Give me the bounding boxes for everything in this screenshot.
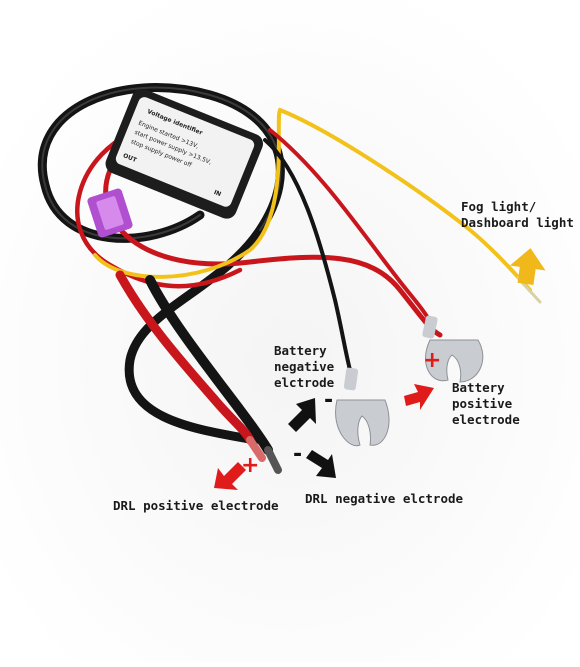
- battery-negative-label-line3: elctrode: [274, 375, 335, 390]
- module-in-label: IN: [213, 189, 222, 198]
- fog-light-label: Fog light/ Dashboard light: [461, 199, 574, 231]
- drl-twin-cable-black: [145, 275, 273, 455]
- drl-black-tip: [264, 446, 282, 474]
- fuse-holder: [87, 188, 133, 238]
- red-wire-battery: [268, 128, 430, 320]
- drl-negative-label: DRL negative elctrode: [305, 491, 464, 506]
- battery-positive-label: Battery positive electrode: [452, 380, 520, 428]
- battery-positive-label-line2: positive: [452, 396, 513, 411]
- fog-light-label-line2: Dashboard light: [461, 215, 574, 230]
- battery-negative-label-line2: negative: [274, 359, 335, 374]
- battery-positive-label-line3: electrode: [452, 412, 520, 427]
- voltage-module: Voltage identifier Engine started >13V, …: [105, 88, 264, 219]
- drl-negative-sign: -: [293, 442, 303, 467]
- battery-negative-arrow-icon: [288, 398, 316, 432]
- drl-negative-arrow-icon: [306, 450, 336, 478]
- black-cable-loop-highlight: [41, 86, 282, 240]
- battery-negative-terminal: [335, 367, 390, 447]
- drl-positive-label: DRL positive electrode: [113, 498, 279, 513]
- black-wire-battery: [263, 138, 352, 372]
- yellow-wire: [93, 107, 532, 292]
- drl-twin-cable-red: [115, 270, 255, 445]
- battery-positive-terminal: [422, 315, 484, 383]
- battery-positive-arrow-icon: [404, 384, 434, 410]
- fog-light-arrow-icon: [509, 248, 546, 285]
- battery-negative-label: Battery negative elctrode: [274, 343, 334, 391]
- drl-red-tip: [246, 436, 266, 462]
- battery-positive-label-line1: Battery: [452, 380, 505, 395]
- drl-positive-arrow-icon: [214, 462, 246, 490]
- fog-light-label-line1: Fog light/: [461, 199, 537, 214]
- battery-negative-sign: -: [324, 388, 334, 413]
- drl-positive-sign: +: [241, 453, 260, 478]
- battery-positive-sign: +: [423, 348, 442, 373]
- battery-negative-label-line1: Battery: [274, 343, 327, 358]
